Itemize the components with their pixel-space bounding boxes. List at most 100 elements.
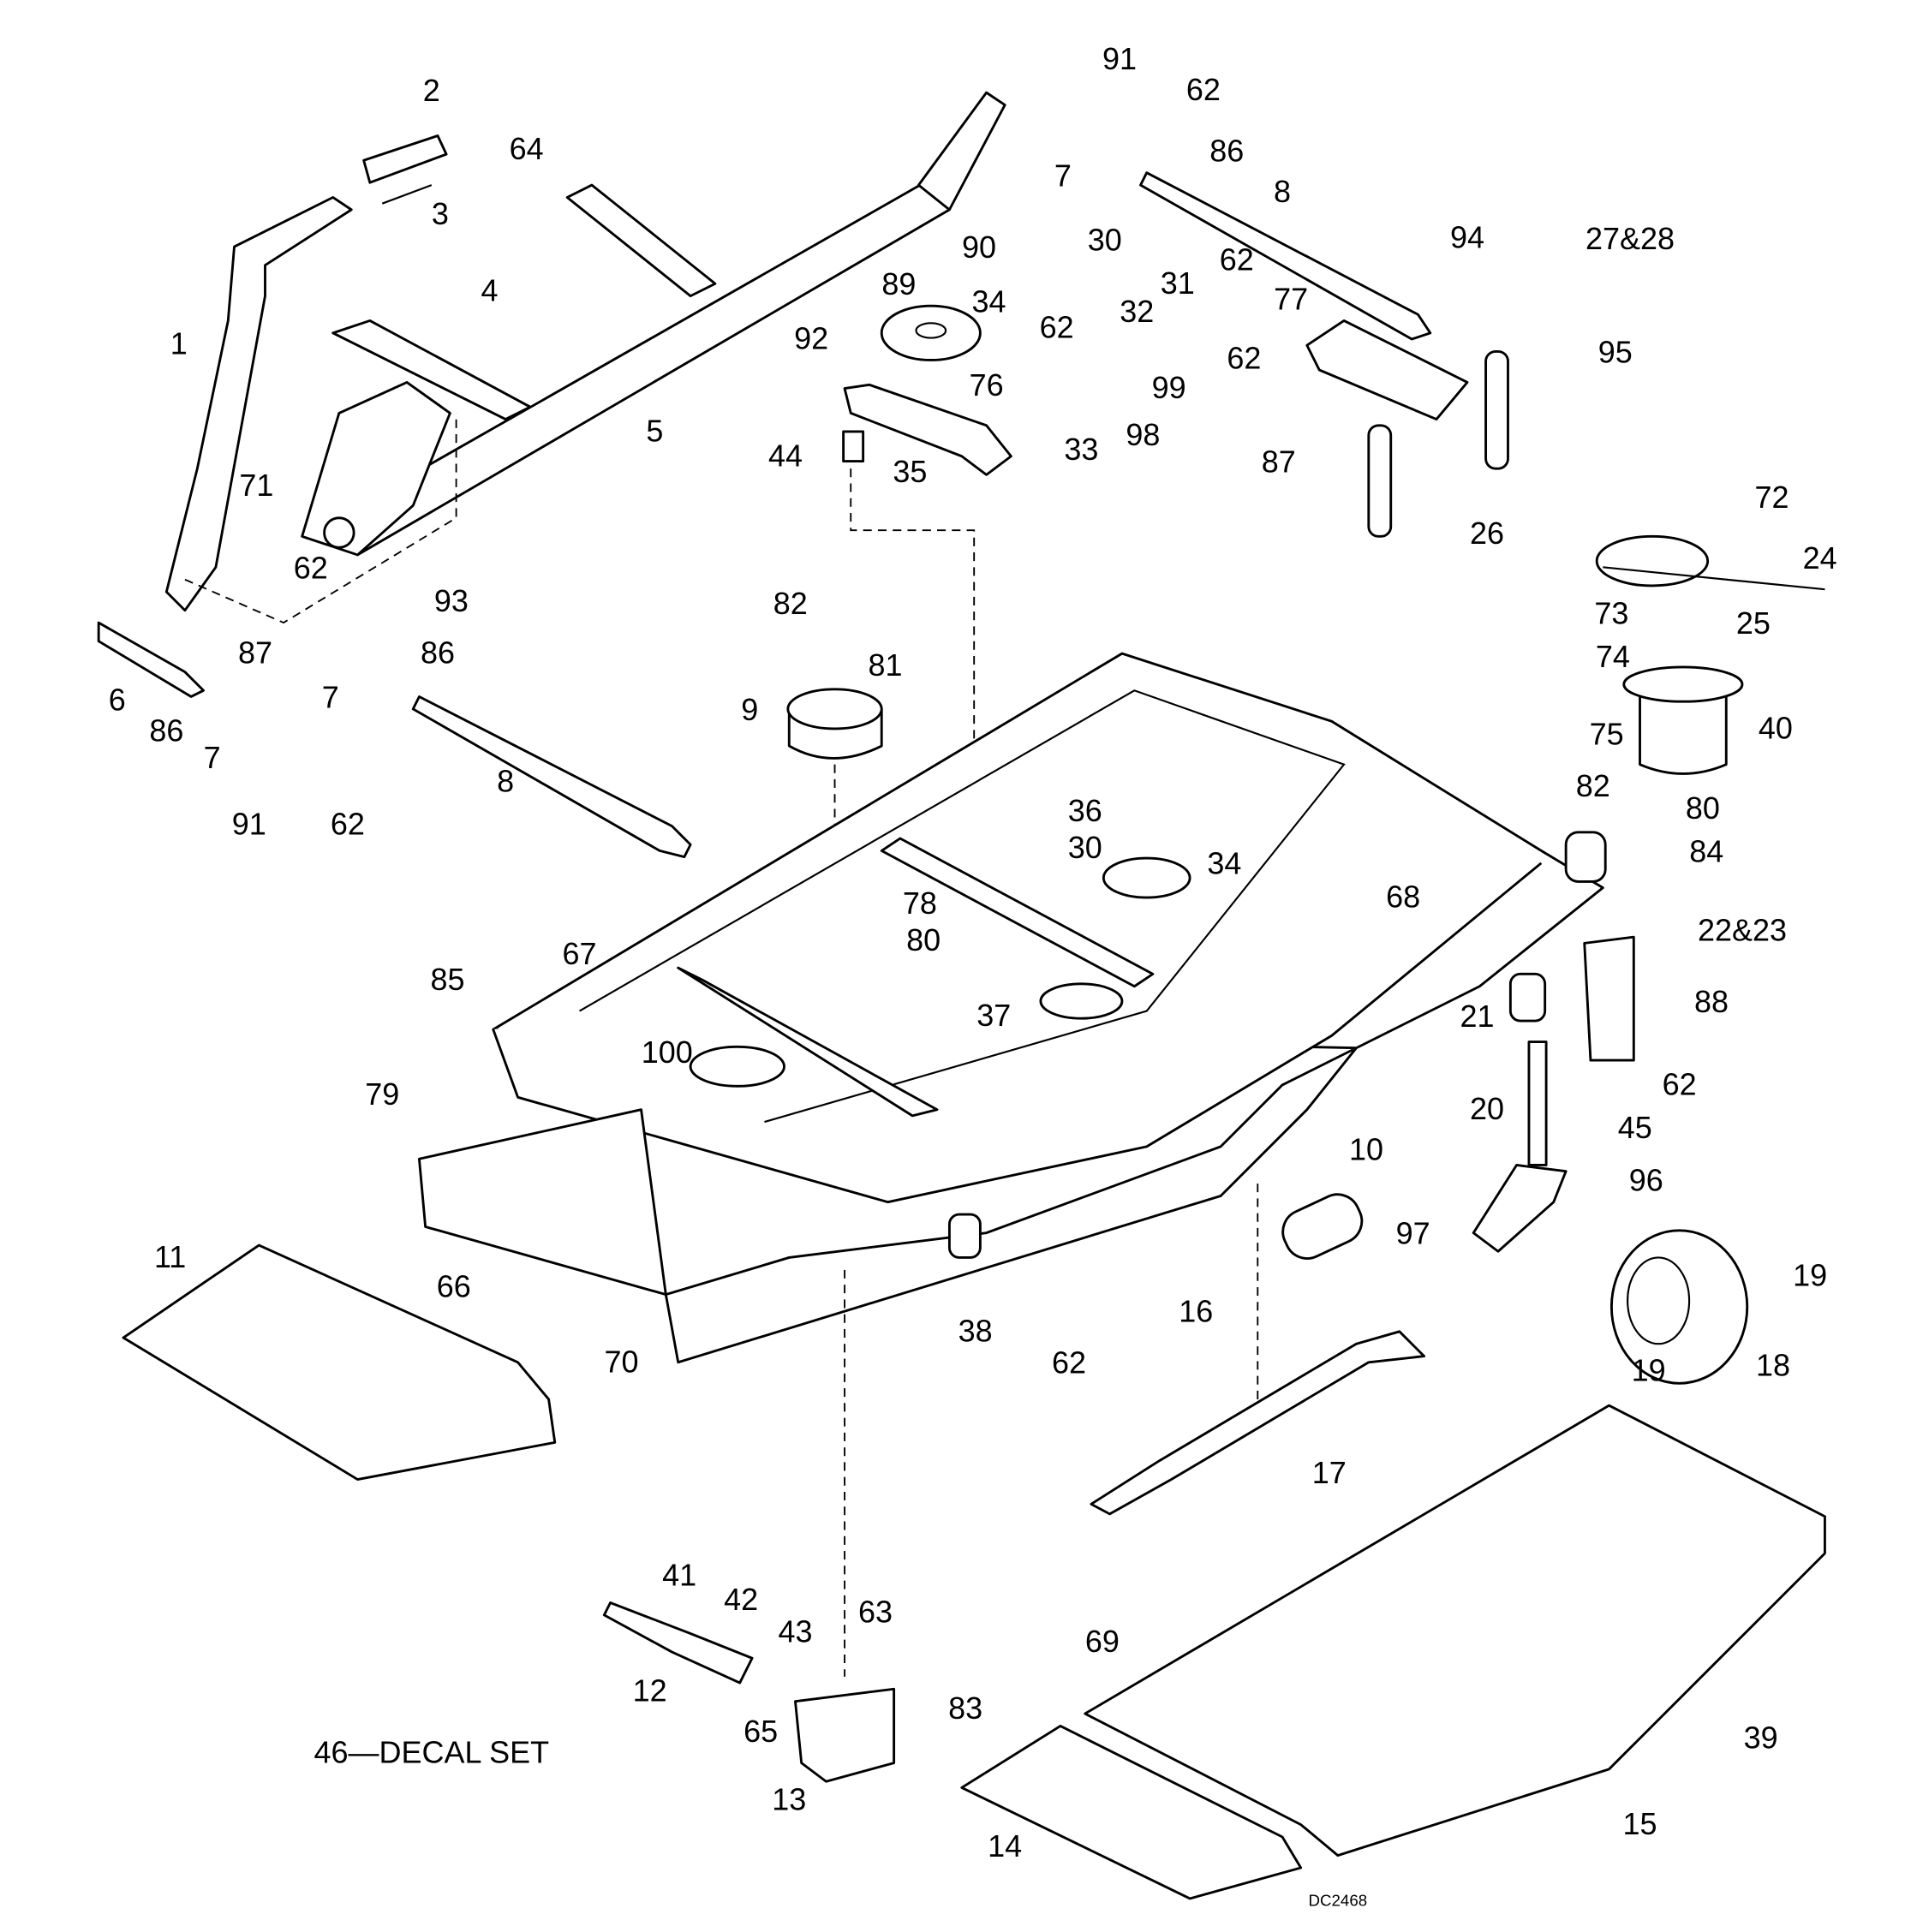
callout-34: 34 [971,283,1006,319]
callout-21: 21 [1460,999,1494,1034]
belt-cover [960,1725,1303,1900]
callout-80: 80 [1686,790,1720,826]
callout-14: 14 [988,1828,1022,1863]
callout-100: 100 [642,1035,693,1070]
callout-70: 70 [604,1344,638,1379]
callout-65: 65 [743,1714,778,1749]
callout-66: 66 [437,1269,471,1304]
callout-69: 69 [1085,1624,1120,1659]
callout-4: 4 [481,272,498,307]
callout-31: 31 [1161,265,1195,301]
callout-74: 74 [1596,639,1630,674]
callout-89: 89 [881,266,916,301]
lift-plate [301,380,451,557]
drawing-number: DC2468 [1309,1892,1368,1910]
callout-81: 81 [869,647,903,683]
callout-11: 11 [154,1239,186,1274]
callout-17: 17 [1312,1455,1347,1490]
rod [411,695,692,859]
callout-84: 84 [1689,833,1723,868]
callout-33: 33 [1064,432,1098,467]
callout-88: 88 [1694,984,1729,1019]
callout-7: 7 [1054,158,1072,194]
callout-96: 96 [1629,1163,1663,1198]
caster-wheel [1609,1229,1749,1385]
callout-62: 62 [1040,310,1074,345]
callout-86: 86 [1209,134,1244,169]
pulley [880,304,982,361]
callout-62: 62 [331,807,365,842]
callout-73: 73 [1594,596,1628,631]
callout-22-23: 22&23 [1698,912,1787,947]
callout-39: 39 [1744,1720,1778,1755]
callout-90: 90 [962,230,996,265]
callout-6: 6 [109,682,126,717]
callout-97: 97 [1396,1216,1430,1251]
callout-82: 82 [1576,768,1610,803]
callout-2: 2 [423,73,440,108]
callout-12: 12 [633,1673,667,1708]
callout-7: 7 [204,740,221,775]
callout-26: 26 [1470,516,1504,551]
callout-67: 67 [563,936,597,971]
callout-79: 79 [365,1076,399,1112]
callout-8: 8 [497,763,514,798]
callout-92: 92 [794,321,828,356]
callout-71: 71 [239,468,273,503]
callout-44: 44 [768,438,803,473]
callout-62: 62 [1220,242,1254,277]
grip [362,134,448,184]
gearbox [794,1687,896,1783]
discharge-shield [122,1243,557,1481]
callout-27-28: 27&28 [1586,221,1675,256]
callout-76: 76 [970,367,1004,402]
callout-38: 38 [958,1313,993,1348]
callout-35: 35 [893,454,927,489]
callout-20: 20 [1470,1091,1504,1126]
callout-32: 32 [1120,294,1154,329]
callout-87: 87 [1262,444,1296,479]
callout-86: 86 [149,713,183,748]
callout-62: 62 [1052,1345,1086,1380]
callout-62: 62 [1227,341,1261,376]
callout-15: 15 [1623,1806,1657,1841]
deck-cover [1084,1404,1826,1857]
callout-72: 72 [1755,480,1789,515]
callout-7: 7 [322,679,339,714]
callout-80: 80 [906,922,941,957]
caster-fork [1472,1164,1568,1253]
line-art [97,91,1826,1900]
callout-95: 95 [1598,334,1633,369]
idler-bracket [1305,319,1469,421]
callout-75: 75 [1590,717,1624,752]
callout-13: 13 [772,1781,806,1816]
callout-93: 93 [434,583,469,618]
callout-86: 86 [421,635,455,671]
callout-18: 18 [1756,1348,1790,1383]
callout-99: 99 [1152,370,1186,405]
callout-36: 36 [1068,793,1102,828]
callout-42: 42 [724,1582,758,1617]
callout-85: 85 [431,962,465,997]
callout-91: 91 [232,807,266,842]
callout-63: 63 [858,1595,893,1630]
callout-62: 62 [1663,1066,1697,1101]
callout-25: 25 [1736,605,1771,641]
callout-30: 30 [1068,830,1102,865]
callout-34: 34 [1207,846,1241,881]
callout-8: 8 [1274,174,1291,209]
callout-37: 37 [976,998,1011,1033]
spindle-housing [1639,683,1728,775]
callout-16: 16 [1179,1293,1213,1328]
callout-3: 3 [432,196,449,231]
blade [1090,1330,1426,1516]
callout-64: 64 [510,131,544,166]
callout-78: 78 [903,886,937,921]
callout-68: 68 [1386,880,1420,915]
callout-62: 62 [1186,72,1221,107]
callout-62: 62 [294,550,328,585]
callout-9: 9 [741,692,758,727]
callout-45: 45 [1618,1110,1652,1145]
